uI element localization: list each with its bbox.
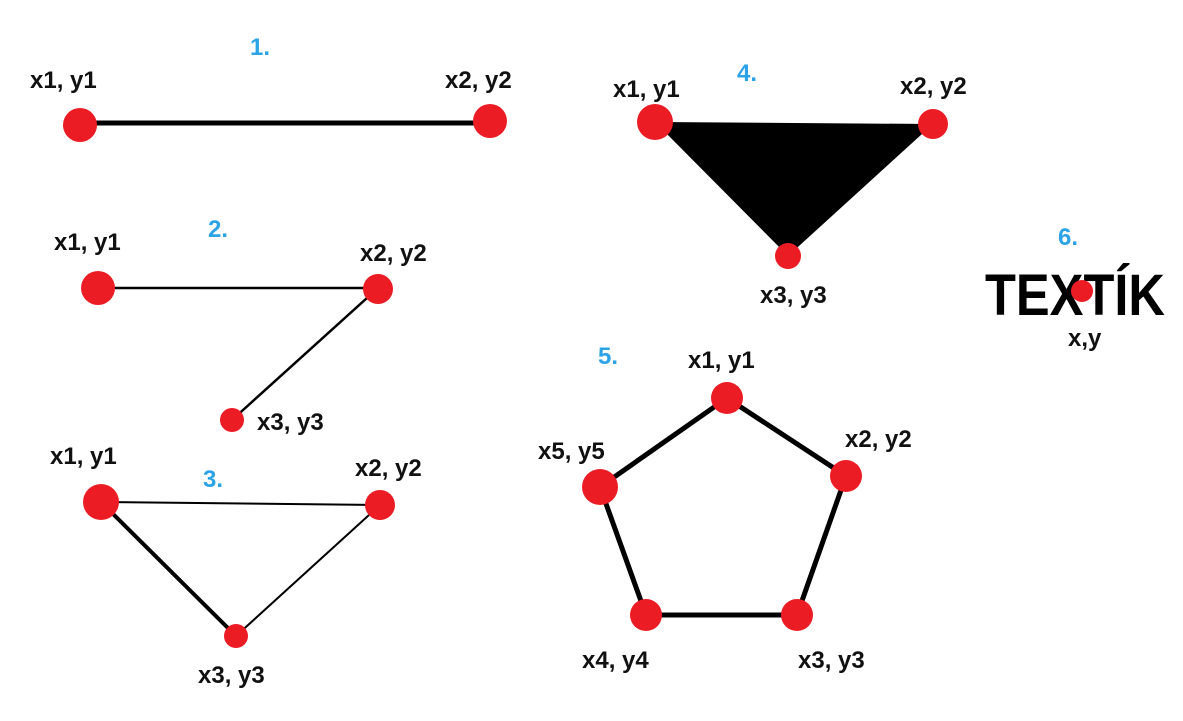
point-2 [365, 490, 395, 520]
label-point-1: x1, y1 [54, 229, 121, 256]
point-3 [775, 243, 801, 269]
point-1 [81, 271, 115, 305]
point-2 [363, 274, 393, 304]
point-5 [582, 469, 618, 505]
shape-number: 4. [737, 60, 757, 87]
label-point-3: x3, y3 [198, 662, 265, 689]
shape-number: 1. [250, 34, 270, 61]
label-point-2: x2, y2 [445, 67, 512, 94]
edge-right [235, 504, 381, 637]
label-point-2: x2, y2 [360, 240, 427, 267]
filled-triangle [655, 122, 933, 256]
polyline-path [96, 286, 382, 422]
label-point-5: x5, y5 [538, 438, 605, 465]
point-3 [224, 624, 248, 648]
point-4 [630, 599, 662, 631]
shape-5-pentagon: 5. x1, y1 x2, y2 x3, y3 x4, y4 x5, y5 [538, 343, 912, 674]
pentagon-outline [597, 395, 849, 618]
shape-4-filled-triangle: 4. x1, y1 x2, y2 x3, y3 [613, 60, 967, 309]
point-2 [473, 104, 507, 138]
point-2 [918, 109, 948, 139]
edge-top [100, 501, 381, 506]
edge-left [99, 500, 238, 638]
label-point-3: x3, y3 [798, 647, 865, 674]
label-point-1: x1, y1 [688, 347, 755, 374]
label-point-1: x1, y1 [30, 67, 97, 94]
point-1 [711, 382, 743, 414]
label-point-2: x2, y2 [845, 426, 912, 453]
point-1 [83, 484, 119, 520]
shape-6-text: 6. TEXTÍK x,y [985, 224, 1165, 352]
shape-number: 2. [208, 216, 228, 243]
point-1 [63, 108, 97, 142]
shape-1-line: 1. x1, y1 x2, y2 [30, 34, 512, 142]
shape-3-triangle: 3. x1, y1 x2, y2 x3, y3 [50, 443, 422, 689]
text-anchor-point [1071, 280, 1093, 302]
shape-2-polyline: 2. x1, y1 x2, y2 x3, y3 [54, 216, 427, 436]
label-point-3: x3, y3 [257, 409, 324, 436]
label-point-1: x1, y1 [613, 76, 680, 103]
label-point-1: x1, y1 [50, 443, 117, 470]
point-3 [220, 408, 244, 432]
shape-number: 6. [1058, 224, 1078, 251]
label-point-4: x4, y4 [582, 647, 649, 674]
label-point-3: x3, y3 [760, 282, 827, 309]
point-1 [637, 104, 673, 140]
label-point-2: x2, y2 [900, 73, 967, 100]
shape-number: 3. [203, 466, 223, 493]
shape-number: 5. [598, 343, 618, 370]
label-point-2: x2, y2 [355, 455, 422, 482]
label-point: x,y [1068, 325, 1102, 352]
point-2 [830, 460, 862, 492]
point-3 [781, 599, 813, 631]
